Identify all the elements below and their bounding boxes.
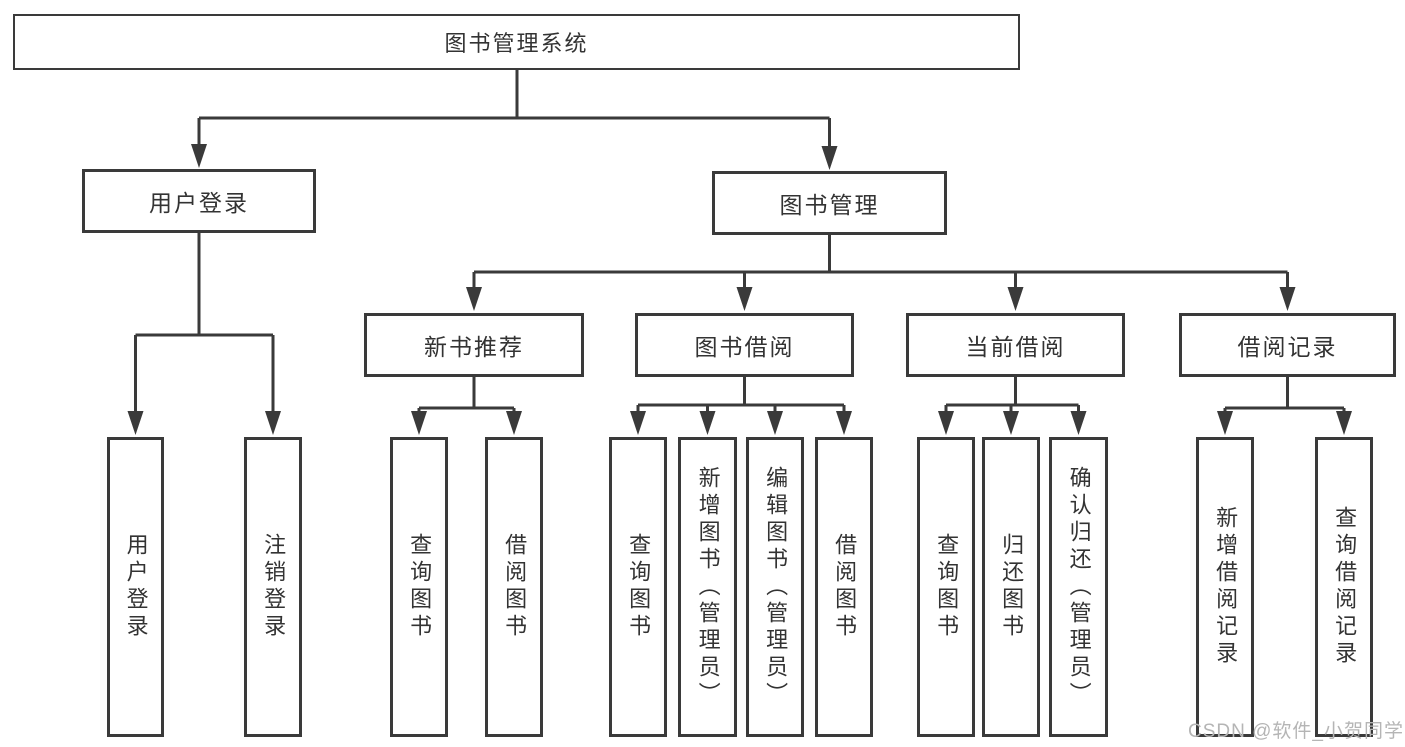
- leaf-query-books-3: 查询图书: [917, 437, 975, 737]
- leaf-user-login: 用户登录: [107, 437, 164, 737]
- leaf-query-borrow-record: 查询借阅记录: [1315, 437, 1373, 737]
- node-label: 查询图书: [626, 533, 652, 641]
- node-current-borrowing: 当前借阅: [906, 313, 1125, 377]
- node-label: 查询图书: [407, 533, 433, 641]
- node-label: 借阅记录: [1237, 334, 1338, 360]
- node-label: 当前借阅: [965, 334, 1066, 360]
- leaf-add-borrow-record: 新增借阅记录: [1196, 437, 1254, 737]
- node-label: 新增图书（管理员）: [695, 465, 721, 709]
- leaf-query-books-2: 查询图书: [609, 437, 667, 737]
- node-user-login: 用户登录: [82, 169, 316, 233]
- node-label: 查询借阅记录: [1332, 506, 1358, 668]
- node-label: 图书管理系统: [444, 31, 589, 56]
- node-label: 查询图书: [934, 533, 960, 641]
- node-new-book-recommendation: 新书推荐: [364, 313, 584, 377]
- watermark: CSDN @软件_小贺同学: [1188, 721, 1404, 742]
- leaf-borrow-books-1: 借阅图书: [485, 437, 543, 737]
- node-label: 图书管理: [779, 192, 880, 218]
- leaf-borrow-books-2: 借阅图书: [815, 437, 873, 737]
- leaf-return-book: 归还图书: [982, 437, 1040, 737]
- node-label: 用户登录: [123, 533, 149, 641]
- leaf-logout: 注销登录: [244, 437, 302, 737]
- node-label: 注销登录: [261, 533, 287, 641]
- node-label: 借阅图书: [502, 533, 528, 641]
- node-library-system: 图书管理系统: [13, 14, 1020, 70]
- leaf-add-book-admin: 新增图书（管理员）: [678, 437, 737, 737]
- node-label: 编辑图书（管理员）: [763, 465, 789, 709]
- leaf-query-books-1: 查询图书: [390, 437, 448, 737]
- leaf-confirm-return-admin: 确认归还（管理员）: [1049, 437, 1108, 737]
- node-label: 借阅图书: [832, 533, 858, 641]
- node-label: 用户登录: [149, 190, 249, 216]
- node-label: 图书借阅: [694, 334, 795, 360]
- node-borrowing-records: 借阅记录: [1179, 313, 1396, 377]
- node-label: 确认归还（管理员）: [1066, 465, 1092, 709]
- node-book-management: 图书管理: [712, 171, 947, 235]
- node-label: 新增借阅记录: [1213, 506, 1239, 668]
- node-book-borrowing: 图书借阅: [635, 313, 854, 377]
- node-label: 新书推荐: [424, 334, 524, 360]
- node-label: 归还图书: [999, 533, 1025, 641]
- leaf-edit-book-admin: 编辑图书（管理员）: [746, 437, 804, 737]
